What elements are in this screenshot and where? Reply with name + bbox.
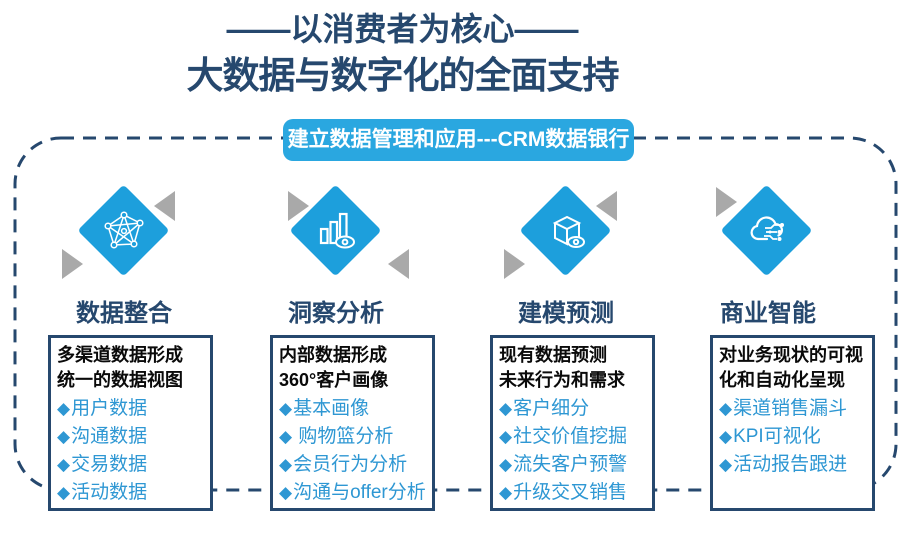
bullet-text: 交易数据 [71, 454, 148, 475]
bullet-text: 升级交叉销售 [513, 482, 628, 503]
bullet-item: ◆客户细分 [499, 395, 649, 423]
cloud-circuit-icon [720, 184, 813, 277]
pillar-box: 对业务现状的可视 化和自动化呈现 ◆渠道销售漏斗 ◆KPI可视化 ◆活动报告跟进 [710, 335, 875, 511]
diamond-bullet-icon: ◆ [57, 399, 71, 418]
diamond-bullet-icon: ◆ [279, 427, 293, 446]
crm-banner: 建立数据管理和应用---CRM数据银行 [283, 119, 634, 161]
chevron-left-icon [596, 191, 617, 221]
diamond-bullet-icon: ◆ [499, 399, 513, 418]
bullet-text: 渠道销售漏斗 [733, 398, 848, 419]
diamond-bullet-icon: ◆ [719, 455, 733, 474]
network-graph-icon [77, 184, 170, 277]
diamond-bullet-icon: ◆ [57, 427, 71, 446]
bullet-list: ◆基本画像 ◆ 购物篮分析 ◆会员行为分析 ◆沟通与offer分析 [279, 395, 429, 507]
bullet-list: ◆渠道销售漏斗 ◆KPI可视化 ◆活动报告跟进 [719, 395, 869, 479]
bullet-text: 社交价值挖掘 [513, 426, 628, 447]
cube-eye-icon [519, 184, 612, 277]
diamond-bullet-icon: ◆ [719, 427, 733, 446]
chevron-left-icon [154, 191, 175, 221]
bullet-text: KPI可视化 [733, 426, 821, 447]
pillar-box: 内部数据形成 360°客户画像 ◆基本画像 ◆ 购物篮分析 ◆会员行为分析 ◆沟… [270, 335, 435, 511]
bullet-item: ◆交易数据 [57, 451, 207, 479]
bullet-item: ◆渠道销售漏斗 [719, 395, 869, 423]
pillar-heading: 商业智能 [720, 300, 816, 327]
pillar-column-data-integration: 数据整合 多渠道数据形成 统一的数据视图 ◆用户数据 ◆沟通数据 ◆交易数据 ◆… [38, 184, 224, 525]
chevron-right-icon [62, 249, 83, 279]
chevron-right-icon [504, 249, 525, 279]
bullet-text: 流失客户预警 [513, 454, 628, 475]
bullet-item: ◆活动报告跟进 [719, 451, 869, 479]
box-title: 多渠道数据形成 统一的数据视图 [57, 345, 183, 390]
bullet-item: ◆基本画像 [279, 395, 429, 423]
diamond-bullet-icon: ◆ [719, 399, 733, 418]
chevron-right-icon [288, 191, 309, 221]
bullet-item: ◆KPI可视化 [719, 423, 869, 451]
bullet-item: ◆沟通与offer分析 [279, 479, 429, 507]
bullet-item: ◆活动数据 [57, 479, 207, 507]
diamond-bullet-icon: ◆ [499, 427, 513, 446]
bullet-item: ◆升级交叉销售 [499, 479, 649, 507]
bullet-item: ◆用户数据 [57, 395, 207, 423]
pillar-box: 现有数据预测 未来行为和需求 ◆客户细分 ◆社交价值挖掘 ◆流失客户预警 ◆升级… [490, 335, 655, 511]
bullet-text: 基本画像 [293, 398, 370, 419]
page-title-line2: 大数据与数字化的全面支持 [186, 55, 620, 96]
pillar-column-business-intelligence: 商业智能 对业务现状的可视 化和自动化呈现 ◆渠道销售漏斗 ◆KPI可视化 ◆活… [700, 184, 886, 525]
crm-banner-label: 建立数据管理和应用---CRM数据银行 [287, 128, 630, 151]
pillar-box: 多渠道数据形成 统一的数据视图 ◆用户数据 ◆沟通数据 ◆交易数据 ◆活动数据 [48, 335, 213, 511]
bullet-list: ◆用户数据 ◆沟通数据 ◆交易数据 ◆活动数据 [57, 395, 207, 507]
box-title: 内部数据形成 360°客户画像 [279, 345, 389, 390]
diamond-bullet-icon: ◆ [279, 399, 293, 418]
bullet-text: 用户数据 [71, 398, 148, 419]
bullet-text: 会员行为分析 [293, 454, 408, 475]
box-title: 现有数据预测 未来行为和需求 [499, 345, 625, 390]
chevron-right-icon [716, 187, 737, 217]
page-title-line1: ——以消费者为核心—— [226, 11, 579, 47]
bullet-item: ◆ 购物篮分析 [279, 423, 429, 451]
pillar-column-modeling-prediction: 建模预测 现有数据预测 未来行为和需求 ◆客户细分 ◆社交价值挖掘 ◆流失客户预… [480, 184, 666, 525]
bullet-text: 活动报告跟进 [733, 454, 848, 475]
bullet-item: ◆流失客户预警 [499, 451, 649, 479]
diamond-bullet-icon: ◆ [279, 455, 293, 474]
pillar-heading: 洞察分析 [288, 300, 384, 327]
bullet-text: 沟通数据 [71, 426, 148, 447]
bullet-list: ◆客户细分 ◆社交价值挖掘 ◆流失客户预警 ◆升级交叉销售 [499, 395, 649, 507]
diamond-bullet-icon: ◆ [57, 483, 71, 502]
diamond-bullet-icon: ◆ [499, 483, 513, 502]
bullet-text: 客户细分 [513, 398, 590, 419]
bullet-item: ◆会员行为分析 [279, 451, 429, 479]
bar-chart-eye-icon [289, 184, 382, 277]
diamond-bullet-icon: ◆ [57, 455, 71, 474]
bullet-text: 活动数据 [71, 482, 148, 503]
bullet-item: ◆沟通数据 [57, 423, 207, 451]
pillar-column-insight-analysis: 洞察分析 内部数据形成 360°客户画像 ◆基本画像 ◆ 购物篮分析 ◆会员行为… [260, 184, 446, 525]
diamond-bullet-icon: ◆ [499, 455, 513, 474]
bullet-text: 沟通与offer分析 [293, 482, 426, 503]
title-block: ——以消费者为核心—— 大数据与数字化的全面支持 [0, 6, 805, 100]
box-title: 对业务现状的可视 化和自动化呈现 [719, 345, 863, 390]
bullet-text: 购物篮分析 [293, 426, 394, 447]
pillar-heading: 数据整合 [76, 300, 172, 327]
diamond-bullet-icon: ◆ [279, 483, 293, 502]
pillar-heading: 建模预测 [518, 300, 614, 327]
bullet-item: ◆社交价值挖掘 [499, 423, 649, 451]
chevron-left-icon [388, 249, 409, 279]
